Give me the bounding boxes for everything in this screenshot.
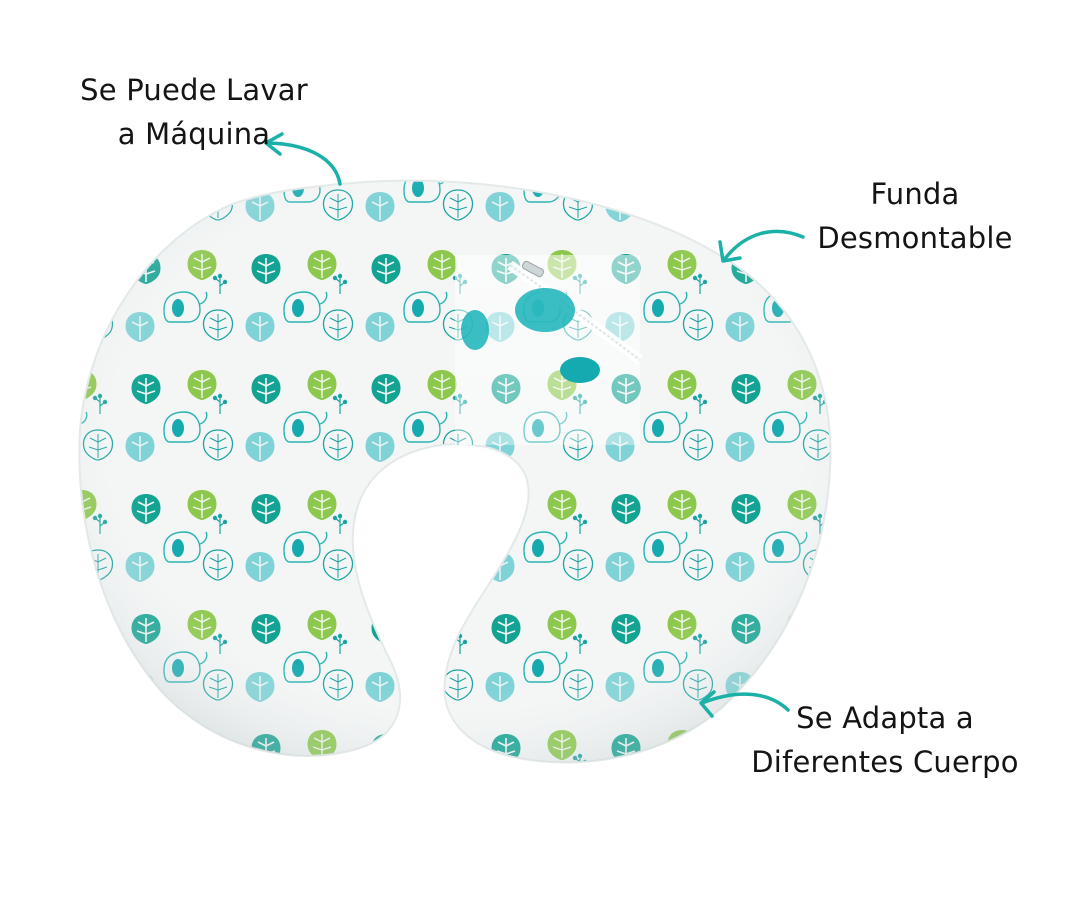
arrow-left-curved-icon	[718, 229, 805, 263]
callout-adapts-to-bodies: Se Adapta a Diferentes Cuerpo	[735, 696, 1035, 784]
callout-line: Funda	[870, 177, 960, 211]
callout-removable-cover: Funda Desmontable	[800, 172, 1030, 260]
zipper-detail-inset	[455, 255, 643, 445]
callout-machine-washable: Se Puede Lavar a Máquina	[44, 68, 344, 156]
callout-line: Desmontable	[817, 221, 1013, 255]
callout-line: Diferentes Cuerpo	[751, 745, 1019, 779]
arrow-left-curved-icon	[699, 690, 790, 718]
zipper-pull-icon	[521, 260, 545, 278]
callout-line: Se Adapta a	[796, 701, 974, 735]
arrow-left-curved-icon	[264, 132, 342, 186]
nursing-pillow	[78, 179, 832, 764]
callout-line: Se Puede Lavar	[80, 73, 308, 107]
callout-line: a Máquina	[117, 117, 271, 151]
